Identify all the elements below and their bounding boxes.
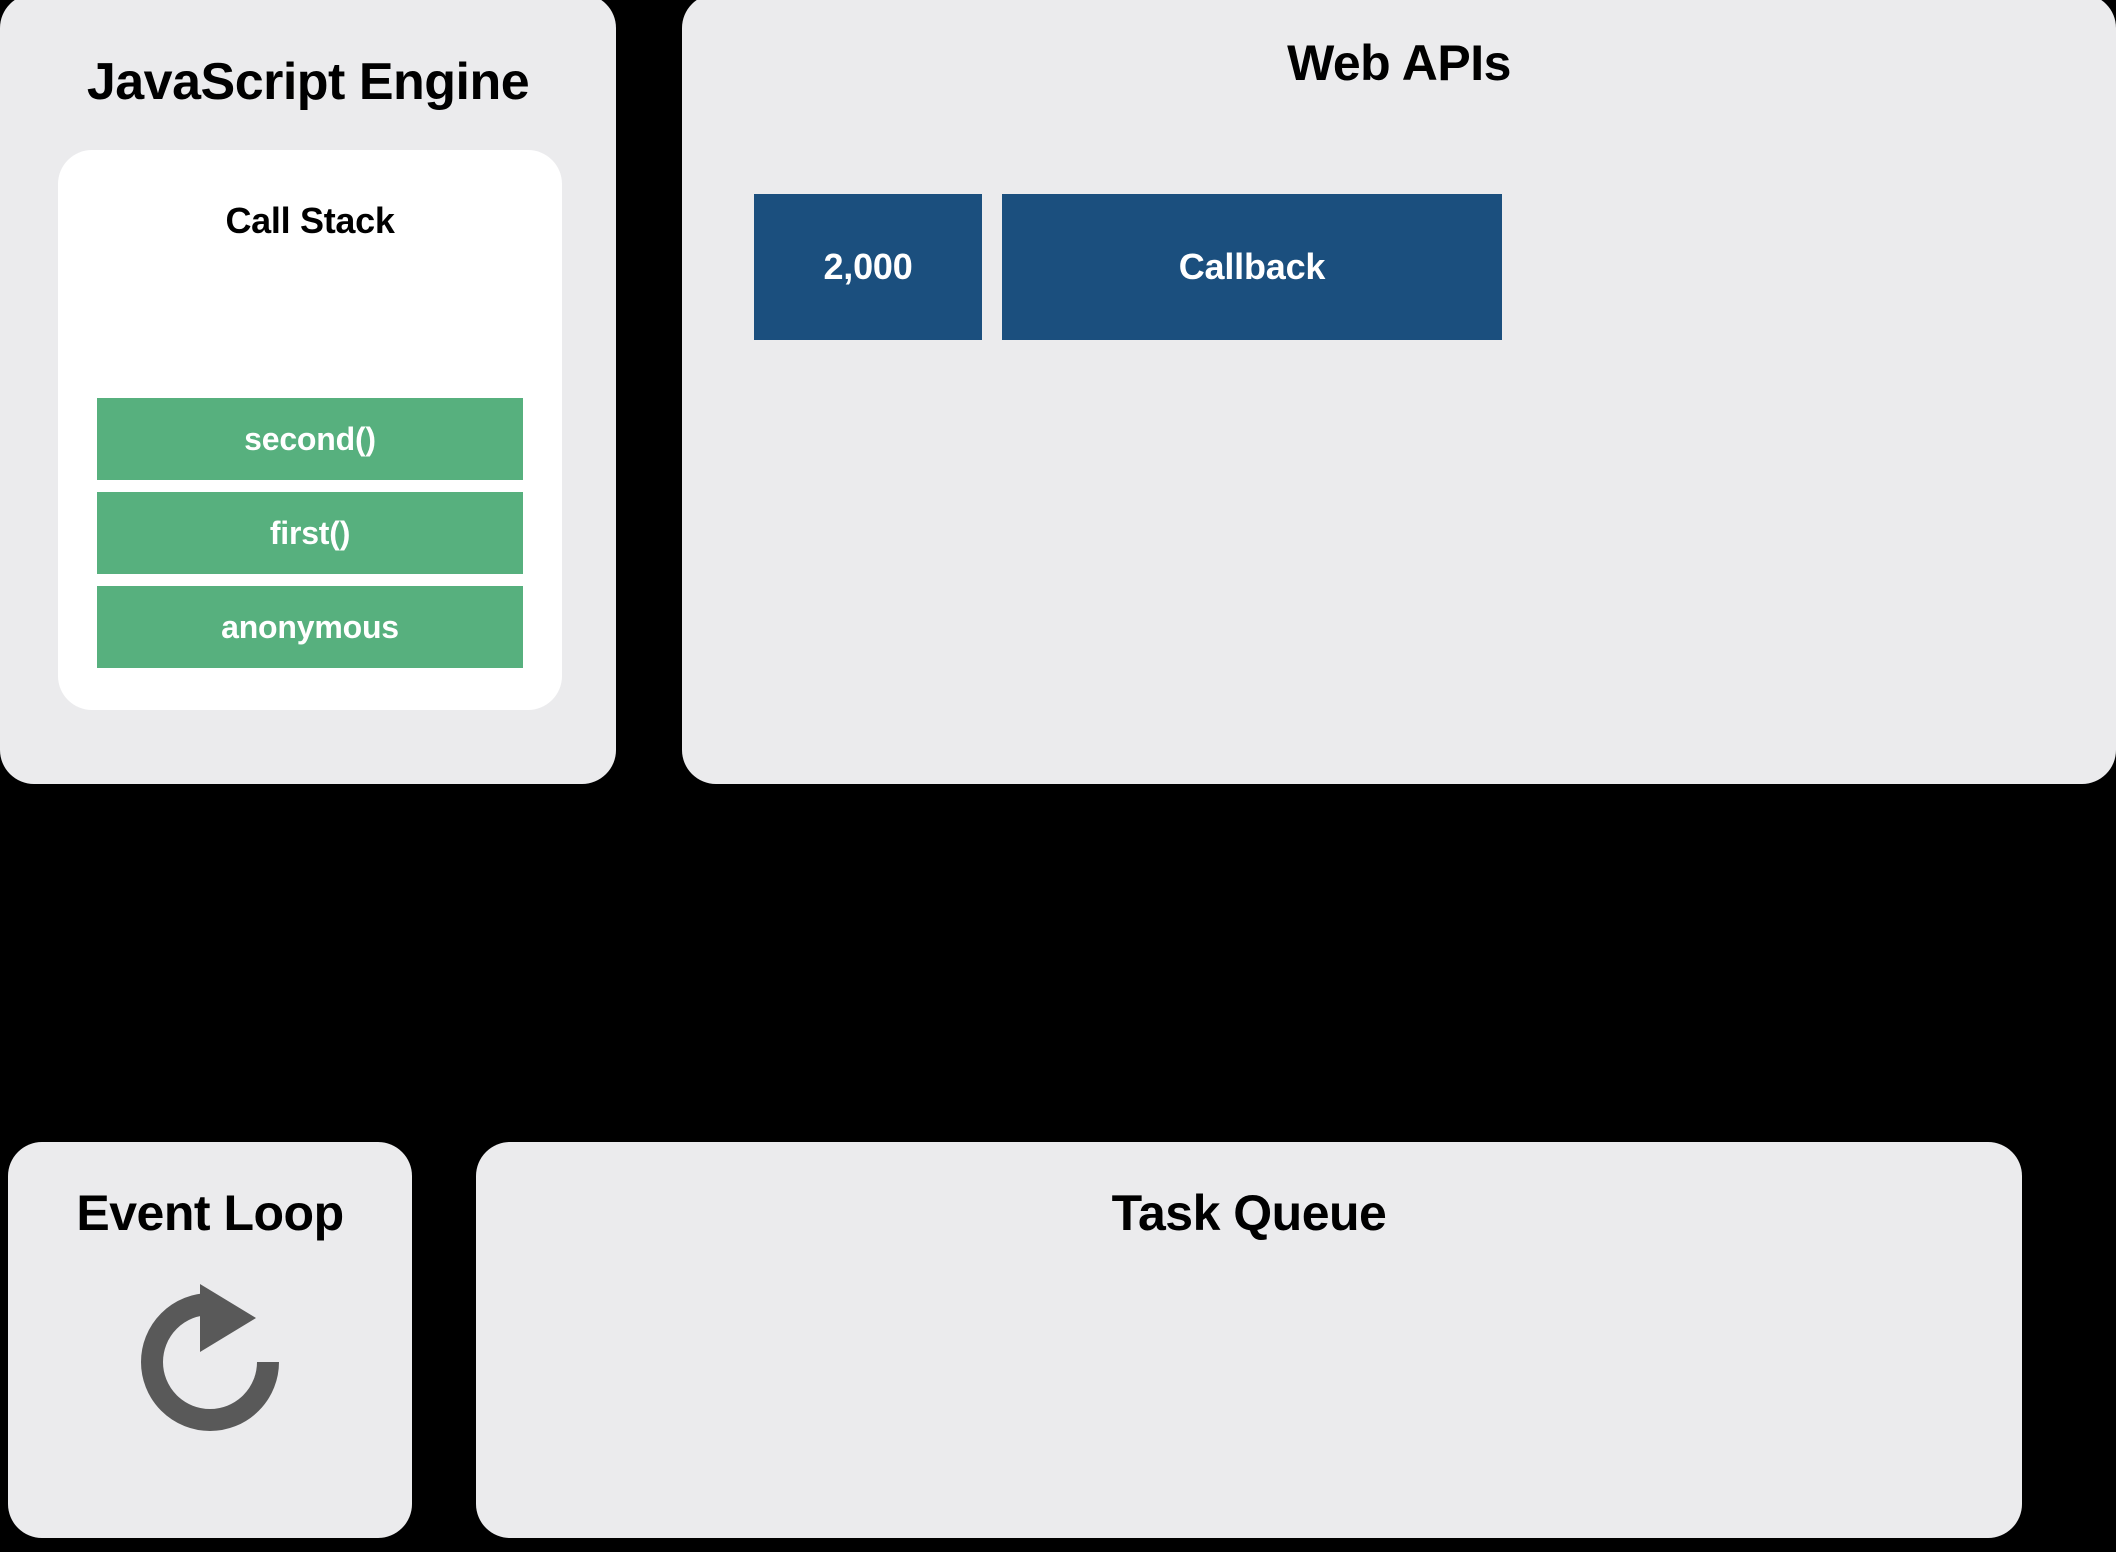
call-stack-frame-label: anonymous [221, 608, 399, 645]
call-stack-frame[interactable]: second() [97, 398, 523, 480]
web-apis-title: Web APIs [1287, 35, 1511, 91]
web-api-timer-box[interactable]: 2,000 [754, 194, 982, 340]
event-loop-title: Event Loop [76, 1185, 344, 1241]
web-api-callback-label: Callback [1178, 246, 1326, 287]
javascript-engine-panel: JavaScript Engine Call Stack second() fi… [0, 0, 616, 784]
javascript-engine-title: JavaScript Engine [86, 53, 530, 111]
call-stack-frame[interactable]: anonymous [97, 586, 523, 668]
call-stack-frame-list: second() first() anonymous [97, 398, 523, 668]
event-loop-icon-wrap [8, 1282, 412, 1450]
call-stack-frame-label: second() [244, 420, 376, 457]
rotate-clockwise-icon [141, 1284, 279, 1431]
task-queue-panel: Task Queue [476, 1142, 2022, 1538]
call-stack-frame-label: first() [269, 514, 351, 551]
web-api-timer-label: 2,000 [823, 246, 913, 287]
web-apis-box-list: 2,000 Callback [754, 194, 1502, 340]
call-stack-card: Call Stack second() first() anonymous [58, 150, 562, 710]
task-queue-title: Task Queue [1111, 1185, 1387, 1241]
web-apis-panel: Web APIs 2,000 Callback [682, 0, 2116, 784]
event-loop-panel: Event Loop [8, 1142, 412, 1538]
web-api-callback-box[interactable]: Callback [1002, 194, 1502, 340]
call-stack-title: Call Stack [225, 200, 395, 241]
call-stack-frame[interactable]: first() [97, 492, 523, 574]
